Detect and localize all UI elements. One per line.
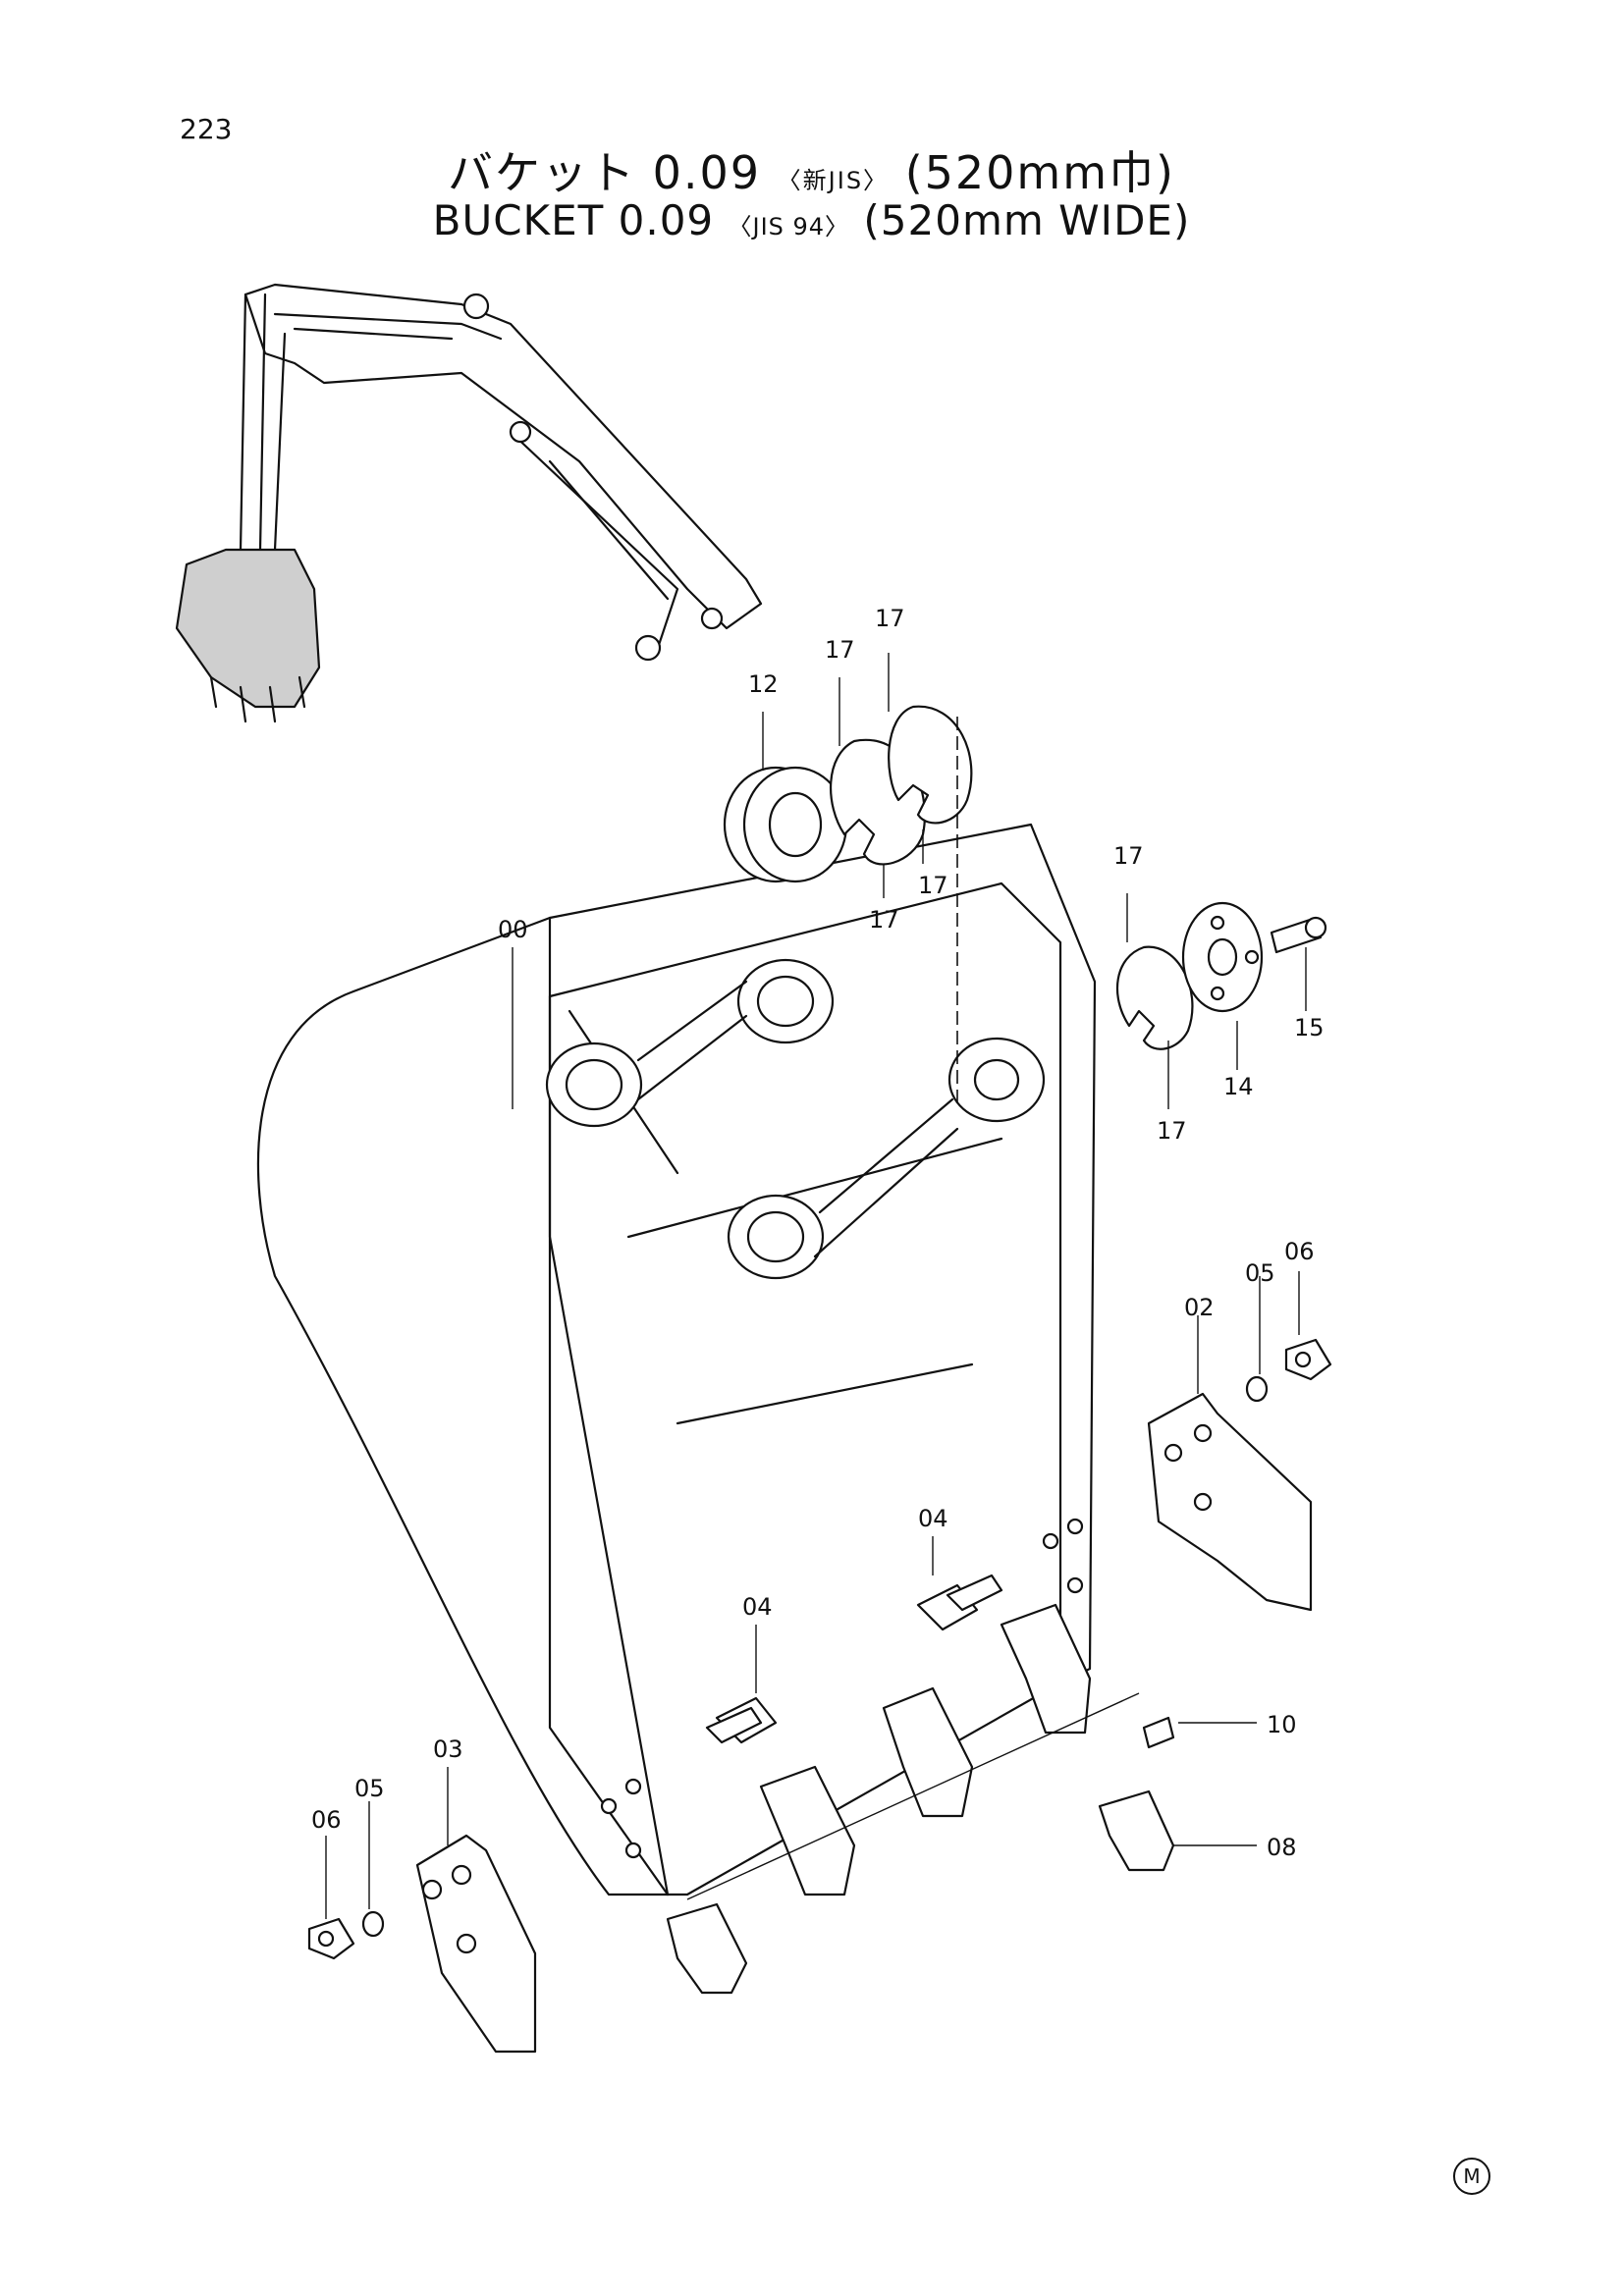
- callout-12: 12: [748, 670, 779, 698]
- title-jp-main: バケット 0.09: [448, 146, 762, 199]
- callout-08: 08: [1267, 1834, 1297, 1861]
- excavator-arm-thumbnail: [175, 283, 763, 723]
- fasteners: [307, 916, 1332, 1960]
- title-en-main: BUCKET 0.09: [432, 196, 715, 244]
- callout-06b: 06: [311, 1806, 342, 1834]
- callout-06a: 06: [1284, 1238, 1315, 1265]
- bucket-body: [256, 823, 1097, 1896]
- callout-04b: 04: [742, 1593, 773, 1621]
- title-english: BUCKET 0.09 〈JIS 94〉 (520mm WIDE): [0, 196, 1623, 244]
- pin-parts: [723, 705, 1264, 1109]
- callout-00: 00: [498, 916, 528, 943]
- callout-05a: 05: [1245, 1259, 1275, 1287]
- callout-17d: 17: [918, 872, 948, 899]
- callout-labels: 00 12 17 17 17 17 17 17 14 15 02 05 06 0…: [311, 605, 1325, 1861]
- corner-mark: M: [1453, 2158, 1490, 2195]
- callout-03: 03: [433, 1735, 463, 1763]
- title-en-spec: 〈JIS 94〉: [728, 213, 850, 240]
- title-jp-width: (520mm巾): [904, 146, 1175, 199]
- callout-05b: 05: [354, 1775, 385, 1802]
- title-en-width: (520mm WIDE): [863, 196, 1191, 244]
- callout-17c: 17: [869, 906, 899, 934]
- title-japanese: バケット 0.09 〈新JIS〉 (520mm巾): [0, 137, 1623, 202]
- callout-02: 02: [1184, 1294, 1215, 1321]
- callout-15: 15: [1294, 1014, 1325, 1041]
- callout-10: 10: [1267, 1711, 1297, 1738]
- callout-17b: 17: [875, 605, 905, 632]
- callout-17a: 17: [825, 636, 855, 664]
- side-cutter-left: [415, 1834, 537, 2054]
- callout-04a: 04: [918, 1505, 948, 1532]
- callout-17f: 17: [1157, 1117, 1187, 1145]
- callout-14: 14: [1223, 1073, 1254, 1100]
- callout-17e: 17: [1113, 842, 1144, 870]
- side-cutter-right: [1147, 1392, 1313, 1612]
- bucket-teeth: [666, 1603, 1175, 1995]
- page-number: 223: [180, 113, 233, 145]
- title-jp-spec: 〈新JIS〉: [777, 167, 890, 194]
- leader-lines: [325, 653, 1307, 1919]
